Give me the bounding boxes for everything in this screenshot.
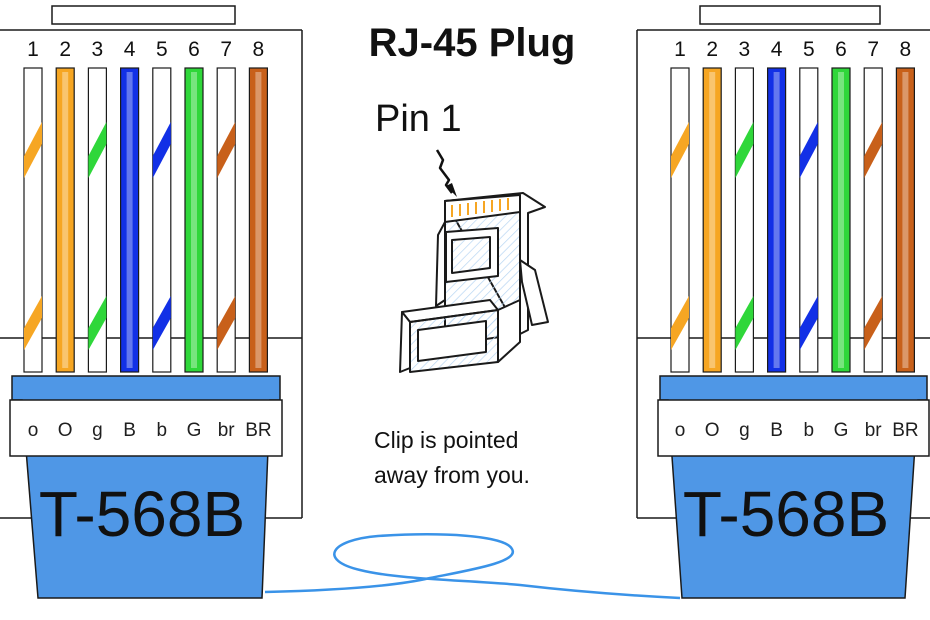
wire-stripe [152, 122, 171, 178]
wire-stripe [152, 296, 171, 350]
wire-body [831, 67, 851, 373]
wire-color-code: b [804, 420, 815, 441]
wire-stripe [799, 296, 818, 350]
connector-right: 1 o 2O 3 g 4B 5 b 6G 7 br 8BR T-568B [636, 5, 930, 599]
wire-color-code: o [28, 420, 39, 441]
wire-pin-1 [670, 67, 690, 373]
wire-highlight [709, 72, 716, 368]
pin-number-label: 4 [124, 38, 136, 61]
wire-pin-7 [863, 67, 883, 373]
wire-pin-2 [55, 67, 75, 373]
pin-number-label: 5 [803, 38, 815, 61]
pin-number-label: 3 [739, 38, 751, 61]
color-code-strip [657, 399, 930, 457]
wire-color-code: BR [245, 420, 271, 441]
pin1-label: Pin 1 [375, 98, 462, 140]
wire-pin-1 [23, 67, 43, 373]
wire-highlight [838, 72, 844, 368]
pin-number-label: 8 [900, 38, 912, 61]
wire-highlight [126, 72, 133, 368]
pin-number-label: 2 [59, 38, 71, 61]
wire-color-code: G [834, 420, 849, 441]
wire-highlight [773, 72, 780, 368]
wire-highlight [191, 72, 197, 368]
wire-highlight [255, 72, 262, 368]
wire-color-code: br [865, 420, 883, 441]
wire-pin-7 [216, 67, 236, 373]
wire-pin-2 [702, 67, 722, 373]
wire-color-code: O [58, 420, 73, 441]
wire-color-code: G [187, 420, 202, 441]
pin-number-label: 5 [156, 38, 168, 61]
color-code-strip [9, 399, 283, 457]
wire-pin-4 [766, 67, 787, 373]
wire-color-code: o [675, 420, 686, 441]
wire-stripe [671, 122, 689, 178]
standard-label: T-568B [683, 478, 889, 550]
pin-number-label: 7 [220, 38, 232, 61]
wire-color-code: O [705, 420, 720, 441]
wire-stripe [88, 296, 107, 350]
wire-color-code: B [770, 420, 783, 441]
wire-color-code: g [92, 420, 103, 441]
wire-color-code: BR [892, 420, 918, 441]
pin-number-label: 6 [188, 38, 200, 61]
wire-stripe [864, 296, 883, 350]
wire-stripe [799, 122, 818, 178]
connector-left: 1 o 2O 3 g 4B 5 b 6G 7 br 8BR T-568B [0, 5, 303, 599]
pin-number-label: 3 [92, 38, 104, 61]
wire-pin-8 [895, 67, 916, 373]
pin-number-label: 8 [253, 38, 265, 61]
plug-contacts [451, 198, 509, 217]
wire-color-code: b [157, 420, 168, 441]
wire-body [184, 67, 204, 373]
wire-stripe [735, 122, 754, 178]
wire-color-code: br [218, 420, 236, 441]
wire-pin-6 [184, 67, 204, 373]
pin-number-label: 4 [771, 38, 783, 61]
caption-line-1: Clip is pointed [374, 427, 518, 453]
wire-pin-5 [152, 67, 172, 373]
network-cable [264, 533, 681, 600]
wire-stripe [671, 296, 689, 350]
wire-highlight [902, 72, 909, 368]
caption-line-2: away from you. [374, 462, 530, 488]
wire-body [119, 67, 140, 373]
wire-pin-8 [248, 67, 268, 373]
wire-stripe [88, 122, 107, 178]
pin-number-label: 7 [867, 38, 879, 61]
wire-stripe [24, 122, 42, 178]
wire-body [766, 67, 787, 373]
wire-highlight [62, 72, 69, 368]
wire-body [55, 67, 75, 373]
pin-number-label: 2 [706, 38, 718, 61]
diagram-title: RJ-45 Plug [369, 21, 576, 65]
standard-label: T-568B [39, 478, 245, 550]
wire-pin-4 [119, 67, 140, 373]
plug-latch-tab [699, 5, 881, 25]
wire-stripe [217, 122, 236, 178]
wire-stripe [24, 296, 42, 350]
wire-color-code: g [739, 420, 750, 441]
wire-pin-3 [734, 67, 755, 373]
rj45-plug-illustration [399, 192, 549, 373]
pin-number-label: 1 [674, 38, 686, 61]
pin1-arrow [435, 149, 457, 197]
wire-body [702, 67, 722, 373]
wire-color-code: B [123, 420, 136, 441]
pin-number-label: 6 [835, 38, 847, 61]
wire-body [895, 67, 916, 373]
wire-pin-6 [831, 67, 851, 373]
wire-stripe [864, 122, 883, 178]
wire-stripe [735, 296, 754, 350]
wire-stripe [217, 296, 236, 350]
wire-pin-5 [799, 67, 819, 373]
pin-number-label: 1 [27, 38, 39, 61]
plug-latch-tab [51, 5, 236, 25]
wire-pin-3 [87, 67, 108, 373]
wire-body [248, 67, 268, 373]
